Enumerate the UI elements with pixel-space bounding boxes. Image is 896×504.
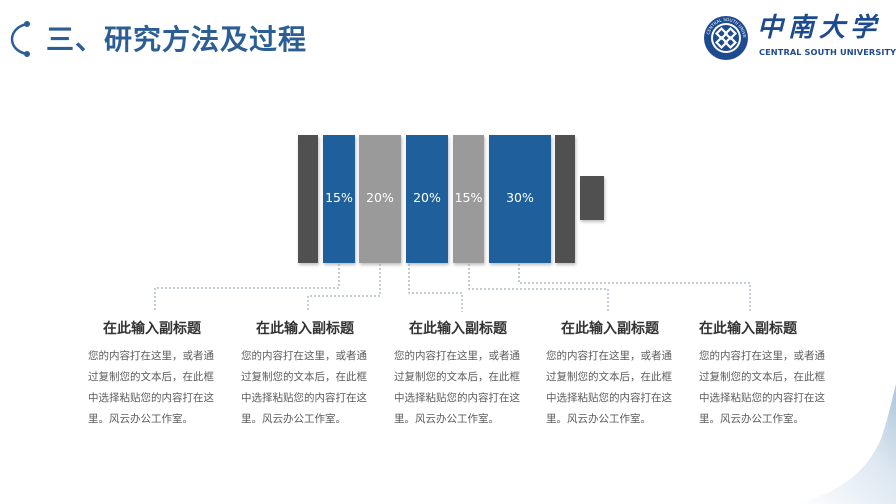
info-card-1: 在此输入副标题 您的内容打在这里，或者通过复制您的文本后，在此框中选择粘贴您的内… xyxy=(88,318,216,430)
card-body: 您的内容打在这里，或者通过复制您的文本后，在此框中选择粘贴您的内容打在这里。风云… xyxy=(241,350,367,425)
segment-label-2: 20% xyxy=(366,190,394,205)
page-title: 三、研究方法及过程 xyxy=(46,23,308,56)
battery-terminal xyxy=(580,176,604,220)
battery-left-cap xyxy=(298,135,318,263)
segment-label-3: 20% xyxy=(413,190,441,205)
card-body: 您的内容打在这里，或者通过复制您的文本后，在此框中选择粘贴您的内容打在这里。风云… xyxy=(88,350,214,425)
battery-segment-5 xyxy=(489,135,551,263)
info-card-3: 在此输入副标题 您的内容打在这里，或者通过复制您的文本后，在此框中选择粘贴您的内… xyxy=(394,318,522,430)
card-body: 您的内容打在这里，或者通过复制您的文本后，在此框中选择粘贴您的内容打在这里。风云… xyxy=(546,350,672,425)
university-emblem-icon: CENTRAL SOUTH UNIVERSITY xyxy=(703,15,748,60)
card-body: 您的内容打在这里，或者通过复制您的文本后，在此框中选择粘贴您的内容打在这里。风云… xyxy=(394,350,520,425)
segment-label-5: 30% xyxy=(506,190,534,205)
battery-right-cap xyxy=(555,135,575,263)
connector-1 xyxy=(154,264,340,312)
card-subtitle: 在此输入副标题 xyxy=(256,321,354,337)
info-card-4: 在此输入副标题 您的内容打在这里，或者通过复制您的文本后，在此框中选择粘贴您的内… xyxy=(546,318,674,430)
card-subtitle: 在此输入副标题 xyxy=(699,321,797,337)
segment-label-4: 15% xyxy=(454,190,483,205)
card-body: 您的内容打在这里，或者通过复制您的文本后，在此框中选择粘贴您的内容打在这里。风云… xyxy=(699,350,825,425)
connector-4 xyxy=(468,264,609,312)
info-card-2: 在此输入副标题 您的内容打在这里，或者通过复制您的文本后，在此框中选择粘贴您的内… xyxy=(241,318,369,430)
logo-name-en: CENTRAL SOUTH UNIVERSITY xyxy=(759,47,896,57)
battery-segment-1 xyxy=(323,135,355,263)
battery-segment-3 xyxy=(406,135,448,263)
info-card-5: 在此输入副标题 您的内容打在这里，或者通过复制您的文本后，在此框中选择粘贴您的内… xyxy=(699,318,827,430)
title-bracket-icon xyxy=(10,21,30,57)
logo-name-cn: 中南大学 xyxy=(757,13,882,43)
connector-5 xyxy=(518,264,751,312)
card-subtitle: 在此输入副标题 xyxy=(561,321,659,337)
segment-label-1: 15% xyxy=(325,190,353,205)
battery-segment-2 xyxy=(359,135,401,263)
page-curl-decoration xyxy=(796,384,896,504)
battery-segment-4 xyxy=(453,135,484,263)
connector-3 xyxy=(408,264,463,312)
card-subtitle: 在此输入副标题 xyxy=(409,321,507,337)
connector-2 xyxy=(307,264,381,312)
card-subtitle: 在此输入副标题 xyxy=(103,321,201,337)
